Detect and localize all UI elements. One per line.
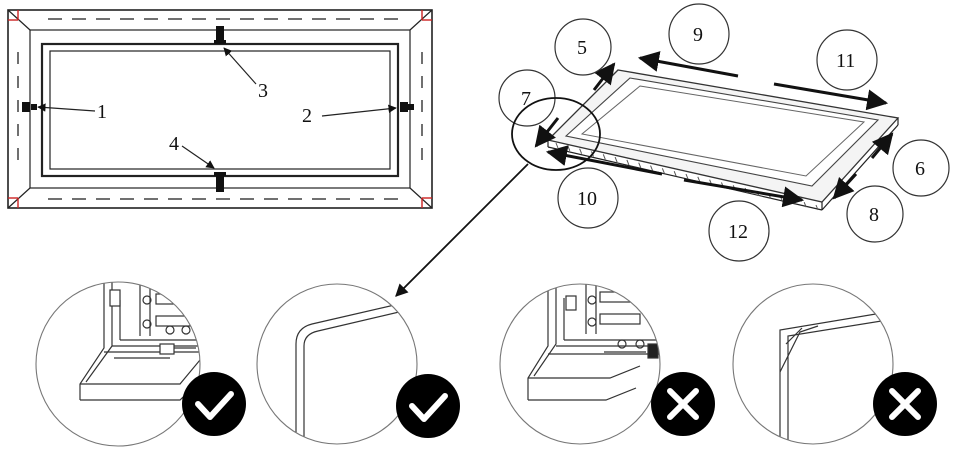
iso-tick xyxy=(602,154,606,160)
iso-tick xyxy=(650,165,654,171)
arrow-9 xyxy=(637,51,739,78)
arrow-6 xyxy=(870,132,894,159)
fastener-slots xyxy=(17,18,423,200)
fastener-bracket-right xyxy=(400,102,414,112)
iso-tick xyxy=(579,148,583,154)
arrow-11 xyxy=(773,82,889,111)
svg-text:8: 8 xyxy=(869,204,879,226)
arrow-10 xyxy=(545,145,663,176)
step-10: 10 xyxy=(557,167,619,229)
svg-text:7: 7 xyxy=(521,88,531,110)
detail-correct-fastener xyxy=(35,281,246,447)
step-9: 9 xyxy=(668,3,730,65)
svg-text:6: 6 xyxy=(915,158,925,180)
iso-tick xyxy=(673,170,677,177)
step-6: 6 xyxy=(892,139,950,197)
svg-text:10: 10 xyxy=(577,188,597,210)
detail-incorrect-fastener xyxy=(499,283,715,445)
arrow-12 xyxy=(683,178,805,208)
fastener-bracket-top xyxy=(214,26,226,44)
plan-label-3: 3 xyxy=(258,80,268,102)
iso-tick xyxy=(626,159,630,166)
outer-frame xyxy=(7,9,433,209)
isometric-view: 5 6 7 8 9 10 11 12 xyxy=(395,3,950,297)
svg-text:5: 5 xyxy=(577,37,587,59)
check-icon xyxy=(396,374,460,438)
iso-tick xyxy=(614,156,618,163)
zoom-leader xyxy=(395,163,529,297)
step-8: 8 xyxy=(846,185,904,243)
step-11: 11 xyxy=(816,29,878,91)
arrow-5 xyxy=(592,62,616,91)
svg-text:12: 12 xyxy=(728,221,748,243)
iso-tick xyxy=(803,201,807,208)
iso-tick xyxy=(567,145,571,152)
plan-label-2: 2 xyxy=(302,105,312,127)
check-icon xyxy=(182,372,246,436)
detail-incorrect-seal xyxy=(732,283,937,445)
iso-tick xyxy=(815,204,819,211)
arrow-7 xyxy=(534,117,560,148)
iso-tick xyxy=(697,176,701,183)
svg-text:11: 11 xyxy=(836,50,855,72)
zoom-ellipse xyxy=(511,97,601,171)
step-5: 5 xyxy=(554,18,612,76)
plan-view: 1 2 3 4 xyxy=(7,9,433,209)
iso-tick xyxy=(685,173,689,180)
plan-label-4: 4 xyxy=(169,133,179,155)
iso-glass xyxy=(580,85,866,177)
middle-frame xyxy=(29,29,411,189)
fastener-bracket-bottom xyxy=(214,172,226,192)
plan-label-1: 1 xyxy=(97,101,107,123)
iso-tick xyxy=(661,168,665,174)
step-12: 12 xyxy=(708,200,770,262)
detail-correct-seal xyxy=(256,283,460,445)
iso-tick xyxy=(555,142,559,149)
fastener-bracket-left xyxy=(22,102,37,112)
arrow-8 xyxy=(832,172,858,200)
svg-text:9: 9 xyxy=(693,24,703,46)
inner-frame xyxy=(40,42,400,178)
cross-icon xyxy=(873,372,937,436)
cross-icon xyxy=(651,372,715,436)
iso-tick xyxy=(638,162,642,168)
